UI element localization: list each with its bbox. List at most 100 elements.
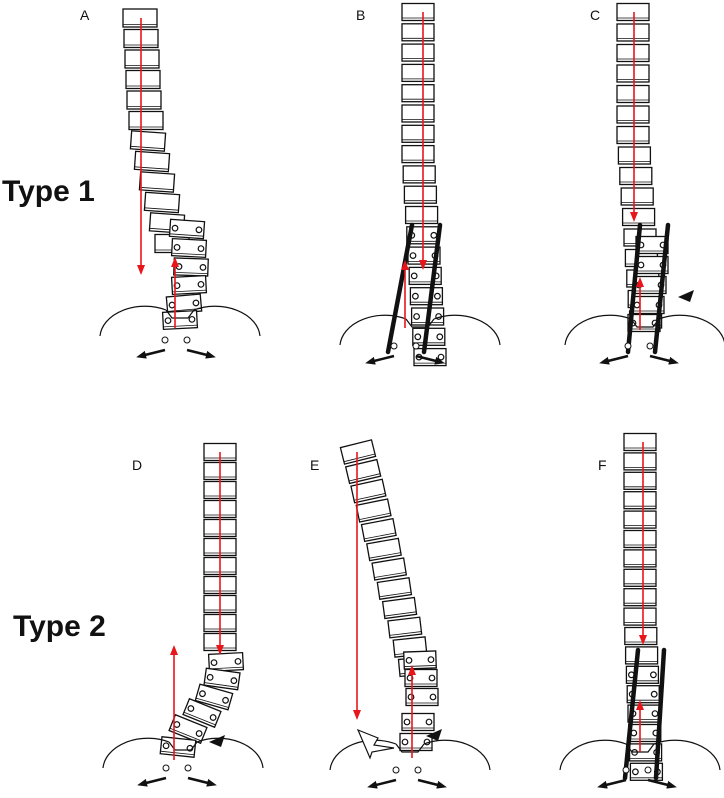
screw-head xyxy=(162,742,170,750)
vertebra-body xyxy=(125,69,161,90)
screw-head xyxy=(427,656,435,664)
vertebra-body xyxy=(623,549,657,568)
pedicle-marker xyxy=(622,766,630,774)
vertebra xyxy=(133,150,171,173)
endplate-line xyxy=(171,252,206,256)
endplate-line xyxy=(130,145,165,150)
endplate-line xyxy=(364,532,396,540)
vertebra xyxy=(403,185,438,204)
vertebra-body xyxy=(624,646,659,665)
screw-head xyxy=(407,693,415,701)
screw-head xyxy=(210,659,218,667)
vertebra xyxy=(404,205,439,225)
vertebra xyxy=(625,665,660,684)
vertebra xyxy=(387,616,423,639)
screw-head xyxy=(651,710,659,717)
vertebra-body xyxy=(170,237,208,259)
vertebra xyxy=(401,23,435,42)
vertebra-body xyxy=(401,63,435,83)
vertebra-body xyxy=(138,171,176,193)
vertebra xyxy=(182,697,222,729)
vertebra xyxy=(616,43,650,63)
vertebra-body xyxy=(168,218,206,240)
vertebra xyxy=(623,607,657,626)
vertebra xyxy=(170,274,208,296)
vertebra xyxy=(628,723,662,743)
vertebra-body xyxy=(403,650,437,670)
screw-head xyxy=(633,301,641,309)
vertebra xyxy=(623,471,657,490)
vertebra xyxy=(624,626,658,646)
screw-head xyxy=(209,714,217,721)
pedicle-marker xyxy=(392,766,400,774)
iliac-wing-left xyxy=(564,314,632,346)
vertebra xyxy=(124,49,160,69)
screw-head xyxy=(414,333,422,341)
vertebra xyxy=(616,84,650,104)
displacement-arrow-left xyxy=(599,354,629,365)
vertebra xyxy=(401,712,435,732)
screw-head xyxy=(411,292,419,300)
type-2-label: Type 2 xyxy=(13,610,106,643)
arrowhead-marker xyxy=(209,735,225,747)
panel-a-label: A xyxy=(80,7,90,23)
vertebra xyxy=(402,165,436,184)
screw-head xyxy=(428,674,436,682)
endplate-line xyxy=(172,289,207,293)
pedicle-marker xyxy=(412,342,420,350)
vertebra xyxy=(616,105,650,124)
vertebra xyxy=(371,557,408,581)
endplate-line xyxy=(160,750,195,756)
fusion-rod-right xyxy=(421,222,443,355)
panel-f: F xyxy=(559,432,721,789)
vertebra xyxy=(399,732,433,752)
vertebra xyxy=(401,124,435,143)
vertebra xyxy=(623,568,657,587)
iliac-wing-left xyxy=(559,739,627,771)
endplate-line xyxy=(389,631,422,636)
vertebra xyxy=(173,257,209,277)
iliac-wing-right xyxy=(196,737,264,769)
pedicle-marker xyxy=(184,764,192,772)
screw-head xyxy=(637,261,645,269)
vertebra-body xyxy=(623,588,657,607)
vertebra xyxy=(122,8,158,28)
screw-head xyxy=(199,690,206,698)
pedicle-marker xyxy=(644,766,652,774)
vertebra xyxy=(401,144,435,164)
pedicle-marker xyxy=(414,766,422,774)
vertebra xyxy=(409,287,444,306)
vertebra xyxy=(401,84,435,103)
displacement-arrow-right xyxy=(417,778,447,789)
iliac-wing-left xyxy=(102,737,170,769)
pedicle-marker xyxy=(646,342,654,350)
endplate-line xyxy=(139,186,174,191)
fusion-rod-left xyxy=(385,222,415,355)
vertebra xyxy=(621,207,656,227)
vertebra-body xyxy=(133,150,171,173)
vertebra xyxy=(360,517,397,543)
vertebra xyxy=(624,646,659,665)
vertebra xyxy=(355,498,392,523)
endplate-line xyxy=(173,272,208,274)
screw-head xyxy=(650,690,658,698)
panel-e: E xyxy=(310,439,491,789)
vertebra xyxy=(138,171,176,193)
vertebra-body xyxy=(401,84,435,103)
endplate-line xyxy=(169,727,202,742)
vertebra xyxy=(623,491,657,510)
displacement-arrow-left xyxy=(365,354,395,365)
screw-head xyxy=(433,292,441,300)
vertebra-body xyxy=(616,2,650,22)
vertebra xyxy=(623,529,657,549)
vertebra-body xyxy=(371,557,408,581)
vertebra-body xyxy=(376,577,413,600)
vertebra xyxy=(194,683,234,711)
vertebra xyxy=(401,2,435,22)
vertebra xyxy=(401,43,435,62)
endplate-line xyxy=(163,324,198,328)
vertebra xyxy=(159,736,197,758)
vertebra-body xyxy=(170,274,208,296)
endplate-line xyxy=(374,571,407,578)
vertebra-body xyxy=(616,84,650,104)
